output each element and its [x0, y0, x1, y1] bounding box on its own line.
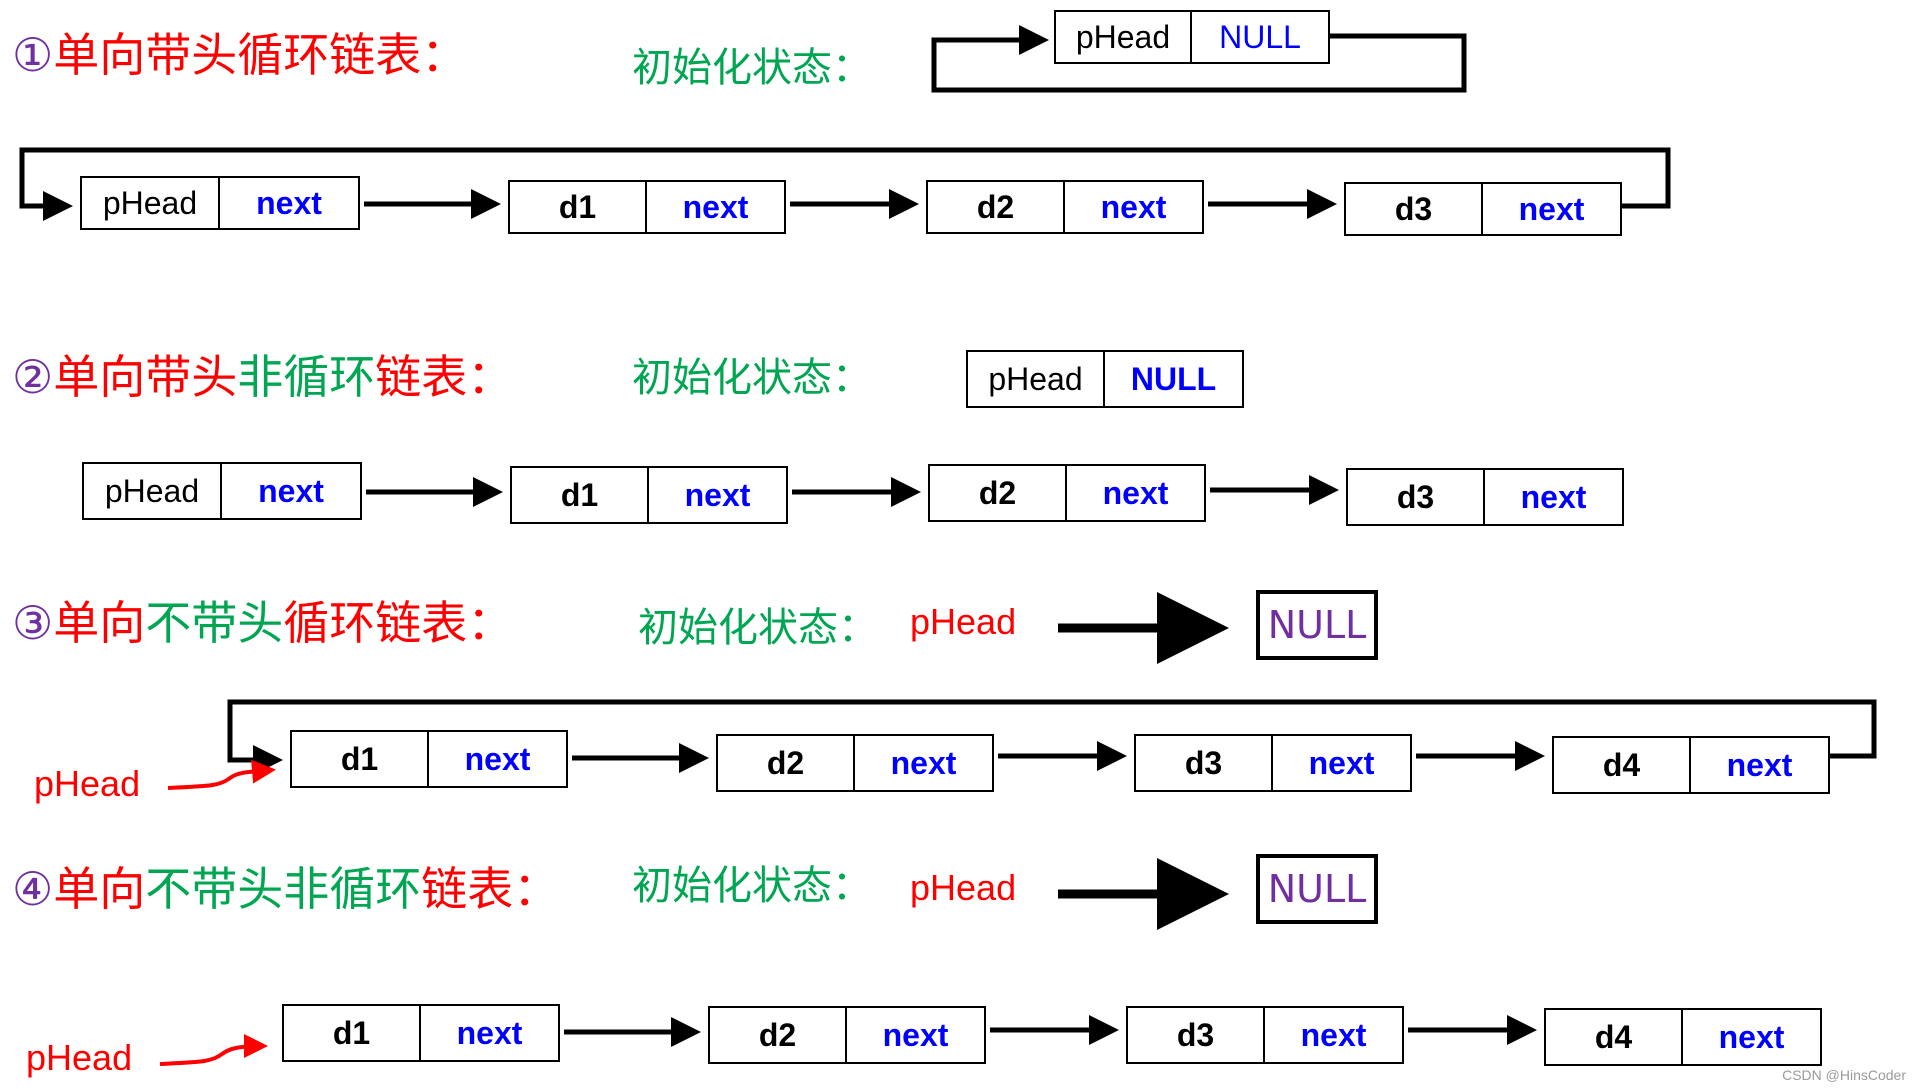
section-3-node-1: d2 next — [716, 734, 994, 792]
section-3-init-label: 初始化状态： — [638, 605, 878, 651]
node-data: d3 — [1128, 1008, 1265, 1062]
section-1-title: ①单向带头循环链表： — [12, 32, 467, 78]
node-ptr: next — [1726, 746, 1793, 783]
node-ptr: next — [684, 476, 751, 513]
init-node-ptr: NULL — [1219, 18, 1301, 55]
node-ptr: next — [882, 1016, 949, 1053]
section-3-title: ③单向不带头循环链表： — [12, 600, 513, 646]
section-3-node-0: d1 next — [290, 730, 568, 788]
section-1-node-1: d1 next — [508, 180, 786, 234]
node-ptr: next — [1308, 744, 1375, 781]
section-2-init-label: 初始化状态： — [632, 355, 872, 401]
section-2-title-part-1: 单向带头 — [53, 350, 238, 404]
init-node-ptr: NULL — [1130, 360, 1217, 397]
section-2-number: ② — [12, 350, 54, 404]
section-2-title-part-2: 非循环 — [237, 350, 376, 404]
section-3-node-2: d3 next — [1134, 734, 1412, 792]
section-1-node-2: d2 next — [926, 180, 1204, 234]
section-2-init-node: pHead NULL — [966, 350, 1244, 408]
section-4-init-null: NULL — [1256, 854, 1378, 924]
section-4-init-head: pHead — [910, 867, 1017, 908]
node-data: d4 — [1554, 738, 1691, 792]
section-3-title-part-1: 单向 — [53, 596, 146, 650]
section-4-node-2: d3 next — [1126, 1006, 1404, 1064]
section-4-title-part-3: 链表： — [421, 862, 560, 916]
node-ptr: next — [682, 188, 749, 225]
section-1-init-node: pHead NULL — [1054, 10, 1330, 64]
node-data: d4 — [1546, 1010, 1683, 1064]
node-data: d3 — [1136, 736, 1273, 790]
section-4-init-label: 初始化状态： — [632, 863, 872, 909]
node-data: d3 — [1348, 470, 1485, 524]
section-2-node-2: d2 next — [928, 464, 1206, 522]
node-data: d3 — [1346, 184, 1483, 234]
node-ptr: next — [1102, 474, 1169, 511]
section-4-head-label: pHead — [26, 1037, 133, 1078]
section-1-title-part-1: 单向带头循环链表： — [53, 28, 468, 82]
section-2-node-0: pHead next — [82, 462, 362, 520]
section-1-node-3: d3 next — [1344, 182, 1622, 236]
node-data: pHead — [84, 464, 222, 518]
section-2-node-3: d3 next — [1346, 468, 1624, 526]
init-node-data: pHead — [968, 352, 1105, 406]
section-4-node-1: d2 next — [708, 1006, 986, 1064]
node-data: pHead — [82, 178, 220, 228]
section-3-number: ③ — [12, 596, 54, 650]
section-4-number: ④ — [12, 862, 54, 916]
section-4-title-part-1: 单向 — [53, 862, 146, 916]
section-2-node-1: d1 next — [510, 466, 788, 524]
node-ptr: next — [456, 1014, 523, 1051]
node-data: d1 — [510, 182, 647, 232]
section-4-node-0: d1 next — [282, 1004, 560, 1062]
section-3-init-head: pHead — [910, 601, 1017, 642]
init-node-data: pHead — [1056, 12, 1192, 62]
section-1-node-0: pHead next — [80, 176, 360, 230]
node-ptr: next — [1518, 190, 1585, 227]
section-4-node-3: d4 next — [1544, 1008, 1822, 1066]
s1-init-loop — [931, 25, 1467, 93]
section-2-title: ②单向带头非循环链表： — [12, 354, 513, 400]
section-3-init-null: NULL — [1256, 590, 1378, 660]
node-data: d2 — [930, 466, 1067, 520]
watermark: CSDN @HinsCoder — [1782, 1067, 1906, 1083]
section-4-title: ④单向不带头非循环链表： — [12, 866, 559, 912]
node-ptr: next — [1718, 1018, 1785, 1055]
s3-head-pointer — [167, 759, 276, 790]
section-4-title-part-2: 不带头非循环 — [145, 862, 422, 916]
section-2-title-part-3: 链表： — [375, 350, 514, 404]
node-ptr: next — [890, 744, 957, 781]
node-data: d2 — [710, 1008, 847, 1062]
node-data: d1 — [292, 732, 429, 786]
section-3-head-label: pHead — [34, 763, 141, 804]
node-data: d2 — [718, 736, 855, 790]
node-data: d1 — [284, 1006, 421, 1060]
s1-circular-loop — [19, 147, 1671, 221]
node-data: d2 — [928, 182, 1065, 232]
node-ptr: next — [256, 184, 322, 221]
node-ptr: next — [1300, 1016, 1367, 1053]
section-1-init-label: 初始化状态： — [632, 45, 872, 91]
node-ptr: next — [464, 740, 531, 777]
s4-head-pointer — [159, 1034, 268, 1066]
node-data: d1 — [512, 468, 649, 522]
section-3-node-3: d4 next — [1552, 736, 1830, 794]
section-3-title-part-3: 循环链表： — [283, 596, 514, 650]
section-1-number: ① — [12, 28, 54, 82]
section-3-title-part-2: 不带头 — [145, 596, 284, 650]
node-ptr: next — [1100, 188, 1167, 225]
node-ptr: next — [258, 472, 324, 509]
node-ptr: next — [1520, 478, 1587, 515]
s3-circular-loop — [227, 699, 1877, 775]
